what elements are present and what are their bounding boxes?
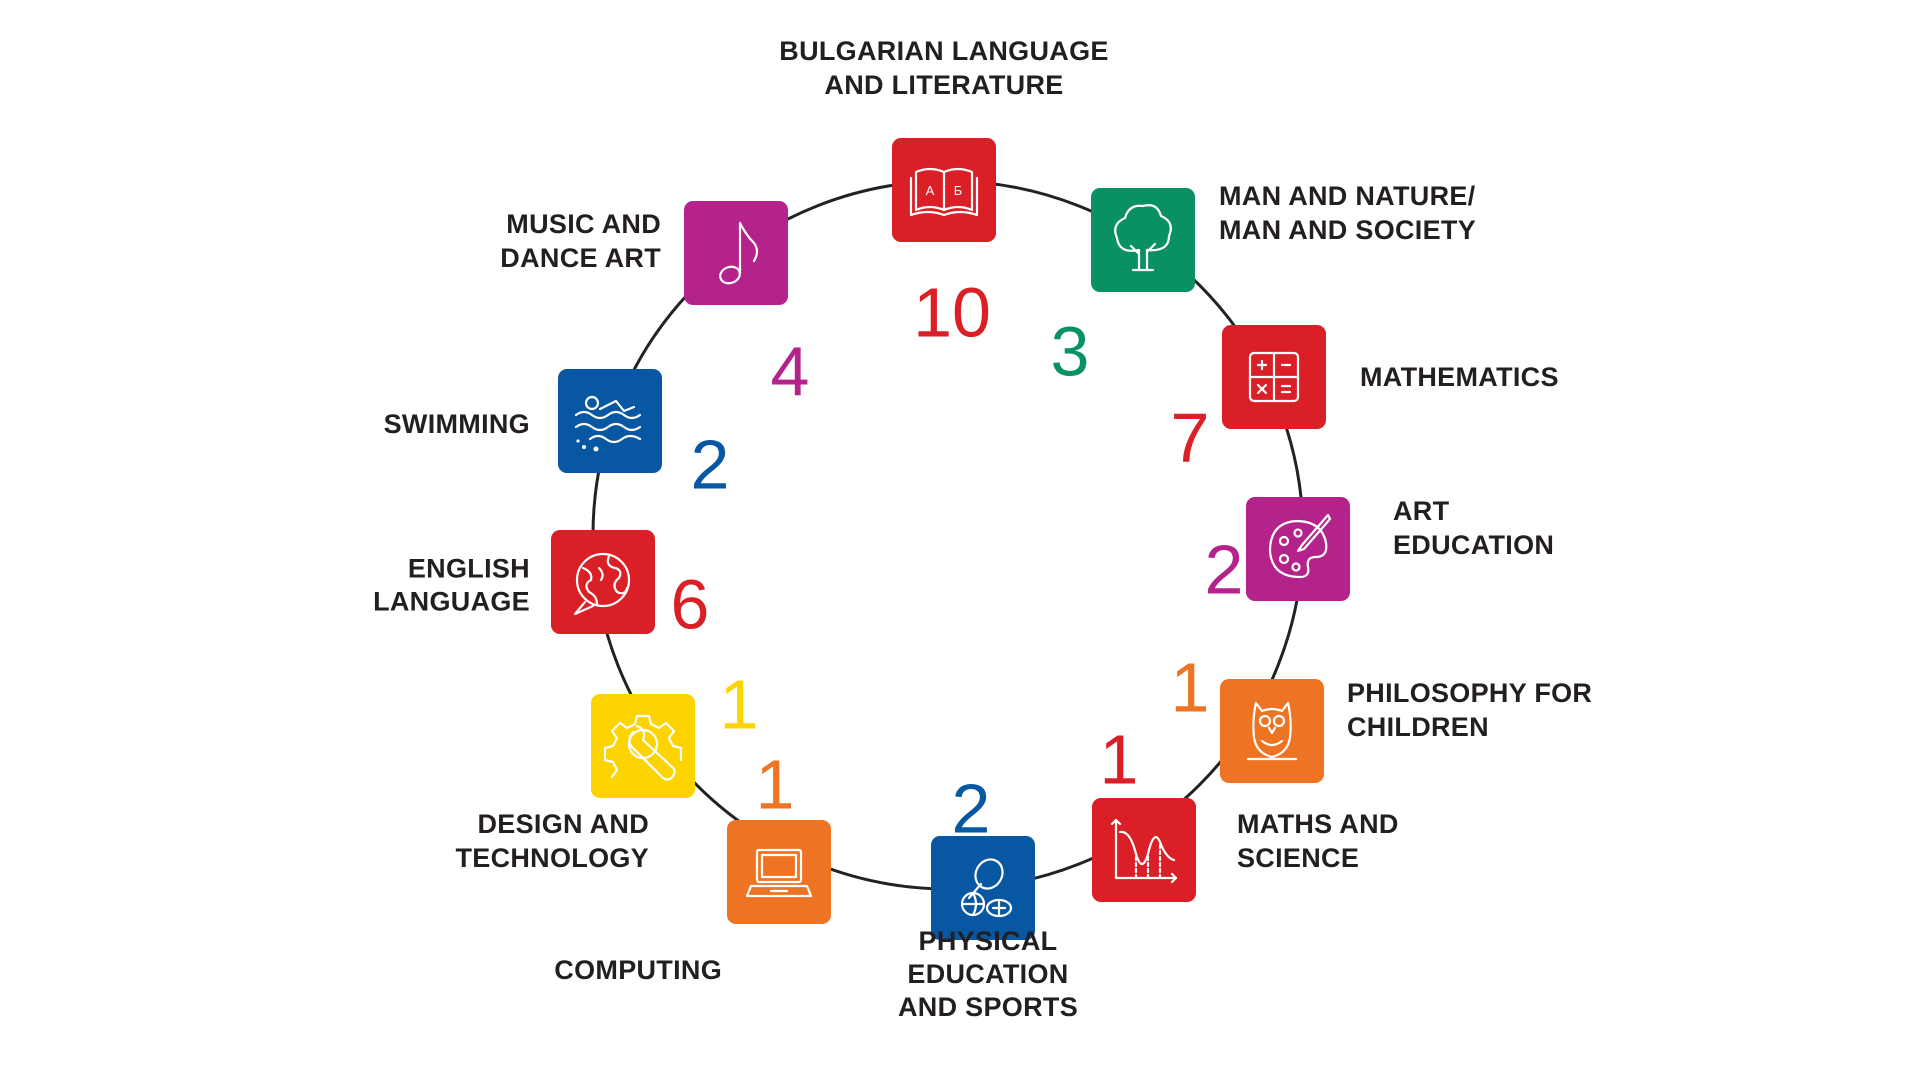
subject-label-line: BULGARIAN LANGUAGE bbox=[779, 36, 1108, 66]
subject-label-line: SCIENCE bbox=[1237, 843, 1359, 873]
philosophy-for-children-label: PHILOSOPHY FOR CHILDREN bbox=[1347, 678, 1592, 742]
man-and-nature-label: MAN AND NATURE/MAN AND SOCIETY bbox=[1219, 181, 1476, 245]
book-letter-b: Б bbox=[954, 183, 963, 198]
calculator-icon bbox=[1248, 351, 1300, 403]
art-education-label: ART EDUCATION bbox=[1393, 496, 1554, 560]
laptop-icon bbox=[745, 848, 813, 898]
swimming-count: 2 bbox=[691, 425, 730, 503]
swimming-tile bbox=[558, 369, 662, 473]
maths-and-science-label: MATHS AND SCIENCE bbox=[1237, 809, 1399, 873]
music-and-dance-art-label: MUSIC AND DANCE ART bbox=[500, 209, 661, 273]
music-and-dance-art-count: 4 bbox=[771, 332, 810, 410]
man-and-nature-tile-background bbox=[1091, 188, 1195, 292]
subject-label-line: PHILOSOPHY FOR bbox=[1347, 678, 1592, 708]
maths-and-science-tile bbox=[1092, 798, 1196, 902]
book-letter-a: А bbox=[926, 183, 935, 198]
subject-label-line: SWIMMING bbox=[384, 409, 530, 439]
design-and-technology-count: 1 bbox=[720, 665, 759, 743]
english-language-tile bbox=[551, 530, 655, 634]
physical-education-and-sports-count: 2 bbox=[952, 769, 991, 847]
subject-label-line: LANGUAGE bbox=[373, 587, 530, 617]
subject-label-line: AND LITERATURE bbox=[824, 70, 1063, 100]
palette-icon bbox=[1268, 513, 1332, 579]
subject-label-line: EDUCATION bbox=[1393, 530, 1554, 560]
mathematics-label: MATHEMATICS bbox=[1360, 362, 1559, 392]
music-and-dance-art-tile bbox=[684, 201, 788, 305]
art-education-tile bbox=[1246, 497, 1350, 601]
bulgarian-language-and-literature-count: 10 bbox=[913, 273, 991, 351]
philosophy-for-children-tile bbox=[1220, 679, 1324, 783]
physical-education-and-sports-tile bbox=[931, 836, 1035, 940]
swimmer-icon bbox=[574, 395, 642, 452]
computing-count: 1 bbox=[756, 745, 795, 823]
music-and-dance-art-tile-background bbox=[684, 201, 788, 305]
subject-label-line: TECHNOLOGY bbox=[455, 843, 649, 873]
globe-speech-icon bbox=[573, 552, 631, 616]
man-and-nature-tile bbox=[1091, 188, 1195, 292]
subject-label-line: AND SPORTS bbox=[898, 992, 1078, 1022]
mathematics-tile bbox=[1222, 325, 1326, 429]
subject-label-line: ART bbox=[1393, 496, 1450, 526]
art-education-count: 2 bbox=[1205, 530, 1244, 608]
gear-wrench-icon bbox=[603, 714, 683, 781]
tree-icon bbox=[1114, 204, 1172, 272]
owl-icon bbox=[1246, 701, 1298, 761]
computing-label: COMPUTING bbox=[554, 955, 722, 985]
subject-label-line: DESIGN AND bbox=[477, 809, 649, 839]
art-education-tile-background bbox=[1246, 497, 1350, 601]
mathematics-count: 7 bbox=[1171, 398, 1210, 476]
subject-label-line: EDUCATION bbox=[907, 959, 1068, 989]
design-and-technology-tile-background bbox=[591, 694, 695, 798]
subject-labels: BULGARIAN LANGUAGE AND LITERATURE MAN AND … bbox=[373, 36, 1592, 1022]
swimming-label: SWIMMING bbox=[384, 409, 530, 439]
computing-tile-background bbox=[727, 820, 831, 924]
philosophy-for-children-count: 1 bbox=[1171, 648, 1210, 726]
man-and-nature-count: 3 bbox=[1051, 312, 1090, 390]
design-and-technology-tile bbox=[591, 694, 695, 798]
maths-and-science-count: 1 bbox=[1100, 720, 1139, 798]
subject-label-line: MATHS AND bbox=[1237, 809, 1399, 839]
maths-and-science-tile-background bbox=[1092, 798, 1196, 902]
subject-label-line: COMPUTING bbox=[554, 955, 722, 985]
music-note-icon bbox=[719, 221, 759, 285]
bulgarian-language-and-literature-label: BULGARIAN LANGUAGE AND LITERATURE bbox=[779, 36, 1108, 100]
design-and-technology-label: DESIGN AND TECHNOLOGY bbox=[455, 809, 649, 873]
subject-label-line: ENGLISH bbox=[408, 554, 530, 584]
subject-label-line: DANCE ART bbox=[500, 243, 661, 273]
english-language-tile-background bbox=[551, 530, 655, 634]
subject-label-line: CHILDREN bbox=[1347, 712, 1489, 742]
subject-label-line: MUSIC AND bbox=[506, 209, 661, 239]
subject-label-line: MAN AND SOCIETY bbox=[1219, 215, 1476, 245]
graph-icon bbox=[1110, 818, 1178, 884]
english-language-count: 6 bbox=[671, 565, 710, 643]
computing-tile bbox=[727, 820, 831, 924]
sports-balls-icon bbox=[960, 858, 1013, 918]
swimming-tile-background bbox=[558, 369, 662, 473]
subject-label-line: MAN AND NATURE/ bbox=[1219, 181, 1476, 211]
subject-label-line: PHYSICAL bbox=[919, 926, 1058, 956]
subject-label-line: MATHEMATICS bbox=[1360, 362, 1559, 392]
